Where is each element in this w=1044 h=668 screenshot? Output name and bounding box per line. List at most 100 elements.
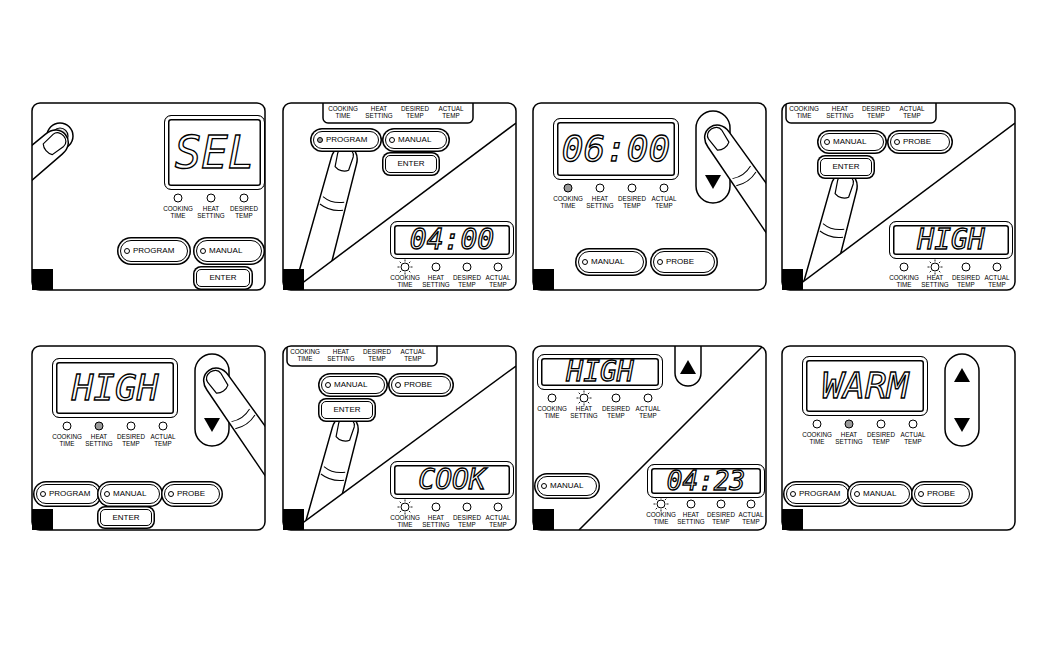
button-label: MANUAL	[334, 381, 367, 389]
display-readout: WARM	[822, 368, 909, 404]
blink-ray	[398, 267, 400, 268]
knuckle-line	[319, 196, 345, 212]
button-label: PROGRAM	[799, 490, 840, 498]
blink-ray	[590, 398, 592, 399]
blink-ray	[579, 393, 580, 394]
indicator-led	[580, 394, 588, 402]
led-label: COOKING TIME	[388, 515, 422, 529]
indicator-led	[877, 420, 885, 428]
indicator-led	[657, 500, 665, 508]
step-panel	[32, 346, 311, 530]
lcd-display: HIGH	[889, 221, 1013, 259]
led-label: COOKING TIME	[326, 106, 360, 120]
button-label: ENTER	[112, 514, 139, 522]
blink-ray	[409, 262, 410, 263]
button-led	[200, 248, 206, 254]
blink-ray	[939, 262, 940, 263]
control-button: PROGRAM	[786, 484, 849, 504]
led-label: ACTUAL TEMP	[895, 106, 929, 120]
indicator-led	[548, 394, 556, 402]
control-button: PROBE	[653, 251, 715, 273]
step-marker	[32, 509, 53, 530]
button-label: PROBE	[177, 490, 205, 498]
finger	[698, 119, 766, 265]
blink-ray	[409, 271, 410, 272]
button-led	[325, 382, 331, 388]
blink-ray	[409, 511, 410, 512]
step-marker	[283, 509, 304, 530]
display-readout: 04:23	[667, 468, 745, 494]
finger	[32, 123, 75, 247]
step-marker	[533, 509, 554, 530]
indicator-led	[564, 184, 572, 192]
down-arrow	[204, 418, 220, 432]
button-label: PROBE	[927, 490, 955, 498]
blink-ray	[588, 402, 589, 403]
up-arrow	[680, 360, 696, 374]
control-button: MANUAL	[196, 240, 262, 262]
indicator-led	[174, 194, 182, 202]
step-panel	[533, 103, 812, 290]
button-led	[395, 382, 401, 388]
led-label: DESIRED TEMP	[227, 206, 261, 220]
led-label: DESIRED TEMP	[859, 106, 893, 120]
display-readout: HIGH	[72, 370, 159, 406]
button-label: MANUAL	[591, 258, 624, 266]
display-readout: 04:00	[410, 226, 494, 254]
button-label: MANUAL	[398, 136, 431, 144]
led-label: HEAT SETTING	[823, 106, 857, 120]
indicator-led	[207, 194, 215, 202]
fingernail	[41, 130, 69, 157]
led-label: DESIRED TEMP	[864, 432, 898, 446]
led-label: ACTUAL TEMP	[146, 434, 180, 448]
indicator-led	[463, 503, 471, 511]
display-readout: HIGH	[917, 226, 984, 254]
up-arrow	[954, 368, 970, 382]
led-label: ACTUAL TEMP	[647, 196, 681, 210]
enter-button: ENTER	[100, 509, 152, 526]
led-label: HEAT SETTING	[567, 406, 601, 420]
lcd-display: SEL	[164, 115, 265, 190]
indicator-led	[931, 263, 939, 271]
display-readout: SEL	[175, 131, 254, 175]
indicator-led	[909, 420, 917, 428]
button-label: PROBE	[404, 381, 432, 389]
led-label: HEAT SETTING	[194, 206, 228, 220]
control-button: PROBE	[164, 484, 220, 504]
finger-outline	[793, 169, 863, 290]
control-button: MANUAL	[820, 133, 884, 151]
blink-ray	[667, 504, 669, 505]
indicator-led	[660, 184, 668, 192]
led-label: COOKING TIME	[388, 275, 422, 289]
led-label: COOKING TIME	[644, 512, 678, 526]
blink-ray	[405, 500, 406, 502]
button-label: MANUAL	[209, 247, 242, 255]
led-label: HEAT SETTING	[419, 275, 453, 289]
display-frame	[287, 346, 437, 366]
button-led	[894, 139, 900, 145]
indicator-led	[813, 420, 821, 428]
down-arrow	[705, 175, 721, 189]
finger	[293, 142, 363, 290]
led-label: ACTUAL TEMP	[481, 275, 515, 289]
lcd-display: 04:23	[647, 464, 765, 498]
inset-divider	[293, 123, 516, 290]
button-label: PROBE	[903, 138, 931, 146]
button-led	[124, 248, 130, 254]
button-label: ENTER	[397, 160, 424, 168]
indicator-led	[612, 394, 620, 402]
blink-ray	[409, 502, 410, 503]
display-frame	[323, 103, 473, 123]
led-label: ACTUAL TEMP	[896, 432, 930, 446]
led-label: DESIRED TEMP	[615, 196, 649, 210]
indicator-led	[845, 420, 853, 428]
button-label: PROGRAM	[49, 490, 90, 498]
indicator-led	[401, 263, 409, 271]
button-label: MANUAL	[863, 490, 896, 498]
button-label: PROGRAM	[133, 247, 174, 255]
led-label: DESIRED TEMP	[450, 275, 484, 289]
indicator-led	[644, 394, 652, 402]
control-button: PROGRAM	[120, 240, 188, 262]
blink-ray	[928, 267, 930, 268]
finger-outline	[698, 119, 766, 265]
